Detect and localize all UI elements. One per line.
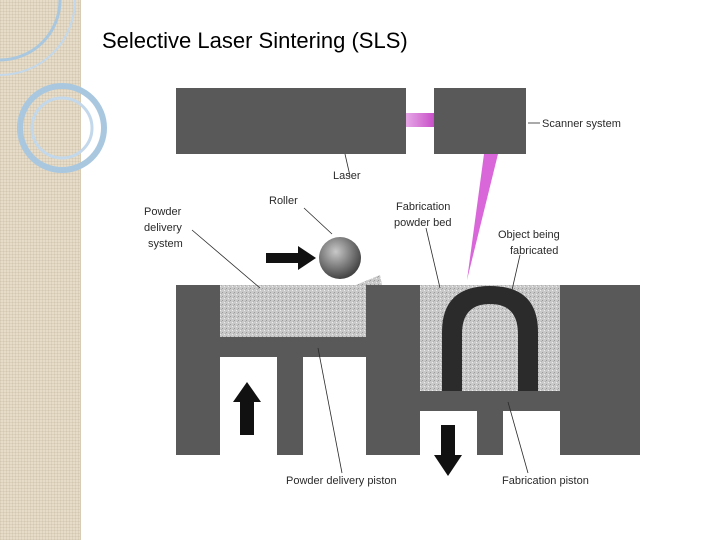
left-outer-wall [176, 285, 220, 455]
fabrication-bed-label-1: Fabrication [396, 201, 450, 213]
decorative-circles [0, 0, 107, 173]
slide-title: Selective Laser Sintering (SLS) [102, 28, 408, 53]
fabrication-bed-label-2: powder bed [394, 217, 452, 229]
delivery-piston-label: Powder delivery piston [286, 475, 397, 487]
right-outer-wall [560, 285, 640, 455]
fabrication-piston-label: Fabrication piston [502, 475, 589, 487]
sls-diagram: Laser Scanner system Roller Powder deliv… [144, 88, 640, 487]
roller [319, 237, 361, 279]
down-arrow [434, 425, 462, 476]
scanner-box [434, 88, 526, 154]
fabricated-object [442, 286, 538, 391]
middle-wall [366, 285, 420, 455]
powder-ramp [356, 275, 382, 285]
object-label-2: fabricated [510, 245, 558, 257]
powder-delivery-label-2: delivery [144, 222, 182, 234]
laser-beam-horizontal [406, 113, 434, 127]
powder-delivery-label-1: Powder [144, 206, 182, 218]
powder-delivery-label-3: system [148, 238, 183, 250]
delivery-piston-rod [277, 357, 303, 455]
delivery-powder [220, 285, 366, 337]
up-arrow [233, 382, 261, 435]
laser-label: Laser [333, 170, 361, 182]
roller-label: Roller [269, 195, 298, 207]
scanner-label: Scanner system [542, 118, 621, 130]
push-arrow [266, 246, 316, 270]
laser-beam-down [467, 154, 498, 280]
laser-box [176, 88, 406, 154]
fabrication-piston-plate [420, 391, 560, 411]
object-label-1: Object being [498, 229, 560, 241]
delivery-piston-plate [220, 337, 366, 357]
fabrication-piston-rod [477, 411, 503, 455]
